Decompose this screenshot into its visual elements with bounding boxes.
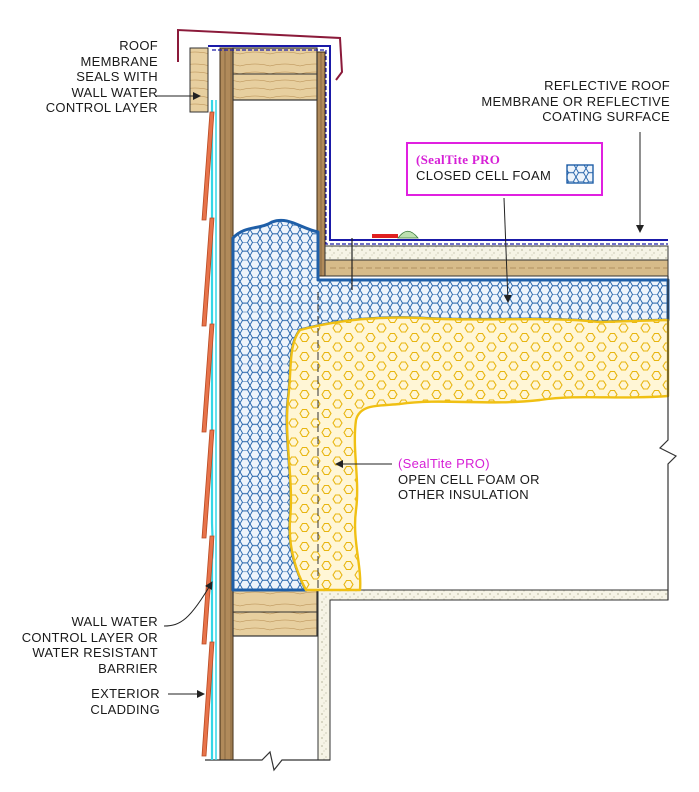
wall-break-line [205, 750, 330, 772]
roof-deck-gypsum [324, 245, 669, 261]
label-exterior-cladding: EXTERIOR CLADDING [90, 686, 160, 717]
exterior-cladding [201, 111, 215, 757]
open-cell-foam [285, 316, 670, 592]
roof-membrane [208, 45, 668, 241]
label-open-cell-foam: (SealTite PRO) OPEN CELL FOAM OR OTHER I… [398, 456, 540, 502]
label-wall-water-control: WALL WATER CONTROL LAYER OR WATER RESIST… [21, 614, 158, 676]
cant-strip [397, 230, 419, 239]
leader-wall-water [163, 581, 213, 627]
ceiling-board [317, 589, 669, 761]
leader-closed-cell [503, 197, 512, 303]
label-closed-cell-foam: (SealTite PRO CLOSED CELL FOAM [416, 152, 552, 183]
closed-cell-swatch-icon [566, 164, 594, 184]
wall-sheathing [219, 47, 234, 761]
parapet-inner-sheathing [316, 51, 326, 277]
parapet-coping [177, 28, 344, 81]
termination-bar [372, 234, 398, 238]
label-reflective-roof: REFLECTIVE ROOF MEMBRANE OR REFLECTIVE C… [481, 78, 670, 124]
ceiling-break-line [658, 276, 678, 600]
label-roof-membrane-seals: ROOF MEMBRANE SEALS WITH WALL WATER CONT… [45, 38, 158, 115]
nailer-block [189, 47, 209, 113]
